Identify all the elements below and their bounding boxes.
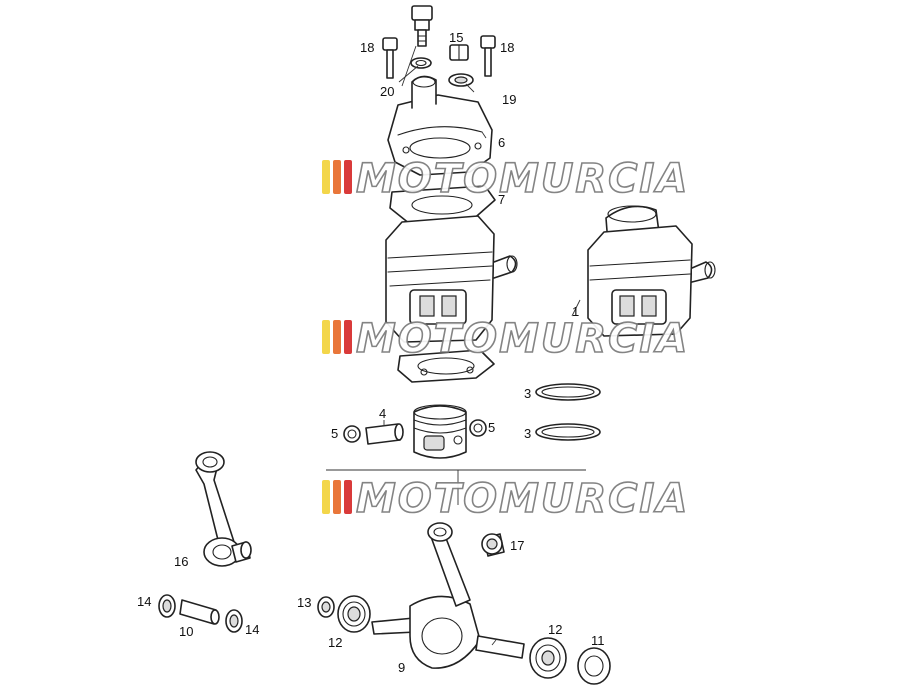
watermark-stripe <box>322 480 330 514</box>
connecting-rod <box>195 451 252 567</box>
callout-3-lower: 3 <box>524 426 531 441</box>
watermark-stripe <box>322 320 330 354</box>
needle-bearing-small <box>481 533 505 557</box>
callout-4: 4 <box>379 406 386 421</box>
watermark-middle: MOTOMURCIA <box>322 315 689 363</box>
callout-14-left: 14 <box>137 594 151 609</box>
stud-bolt-left <box>382 37 398 79</box>
cylinder-assembly <box>587 205 716 337</box>
callout-6: 6 <box>498 135 505 150</box>
washer-14-right <box>225 609 243 633</box>
callout-12-right: 12 <box>548 622 562 637</box>
callout-18-right: 18 <box>500 40 514 55</box>
watermark-stripe <box>333 480 341 514</box>
callout-5-left: 5 <box>331 426 338 441</box>
watermark-text: MOTOMURCIA <box>356 476 689 522</box>
callout-13: 13 <box>297 595 311 610</box>
leader-lines <box>383 45 581 646</box>
crank-pin <box>179 599 220 625</box>
watermark-stripe <box>333 160 341 194</box>
group-bracket <box>326 469 586 505</box>
callout-1: 1 <box>572 304 579 319</box>
callout-20: 20 <box>380 84 394 99</box>
callout-18-left: 18 <box>360 40 374 55</box>
watermark-stripe <box>344 320 352 354</box>
watermark-text: MOTOMURCIA <box>356 156 689 202</box>
callout-15: 15 <box>449 30 463 45</box>
watermark-stripe <box>344 480 352 514</box>
washer-14-left <box>158 594 176 618</box>
spark-plug <box>411 5 433 47</box>
cylinder-center <box>385 215 518 343</box>
callout-12-left: 12 <box>328 635 342 650</box>
sealing-washer <box>448 73 474 87</box>
watermark-text: MOTOMURCIA <box>356 316 689 362</box>
callout-16: 16 <box>174 554 188 569</box>
washer-under-plug <box>410 57 432 69</box>
piston-ring-lower <box>535 423 601 441</box>
cap-nut <box>449 44 469 61</box>
watermark-stripe <box>322 160 330 194</box>
crankshaft <box>371 522 525 669</box>
callout-17: 17 <box>510 538 524 553</box>
circlip-left <box>343 425 361 443</box>
watermark-top: MOTOMURCIA <box>322 155 689 203</box>
callout-19: 19 <box>502 92 516 107</box>
callout-14-right: 14 <box>245 622 259 637</box>
callout-11: 11 <box>591 633 605 648</box>
callout-3-upper: 3 <box>524 386 531 401</box>
callouts: 18 18 15 20 19 6 7 1 3 3 4 5 5 16 17 14 … <box>137 30 605 675</box>
circlip-right <box>469 419 487 437</box>
oil-seal <box>577 647 611 685</box>
piston-ring-upper <box>535 383 601 401</box>
main-bearing-left <box>337 595 371 633</box>
callout-5-right: 5 <box>488 420 495 435</box>
washer-13 <box>317 596 335 618</box>
base-gasket <box>397 349 495 383</box>
watermark-stripe <box>333 320 341 354</box>
stud-bolt-right <box>480 35 496 77</box>
piston-pin <box>365 423 404 445</box>
callout-7: 7 <box>498 192 505 207</box>
callout-10: 10 <box>179 624 193 639</box>
main-bearing-right <box>529 637 567 679</box>
piston <box>413 404 467 459</box>
watermark-bottom: MOTOMURCIA <box>322 475 689 523</box>
watermark-stripe <box>344 160 352 194</box>
callout-9: 9 <box>398 660 405 675</box>
cylinder-head <box>387 75 493 176</box>
